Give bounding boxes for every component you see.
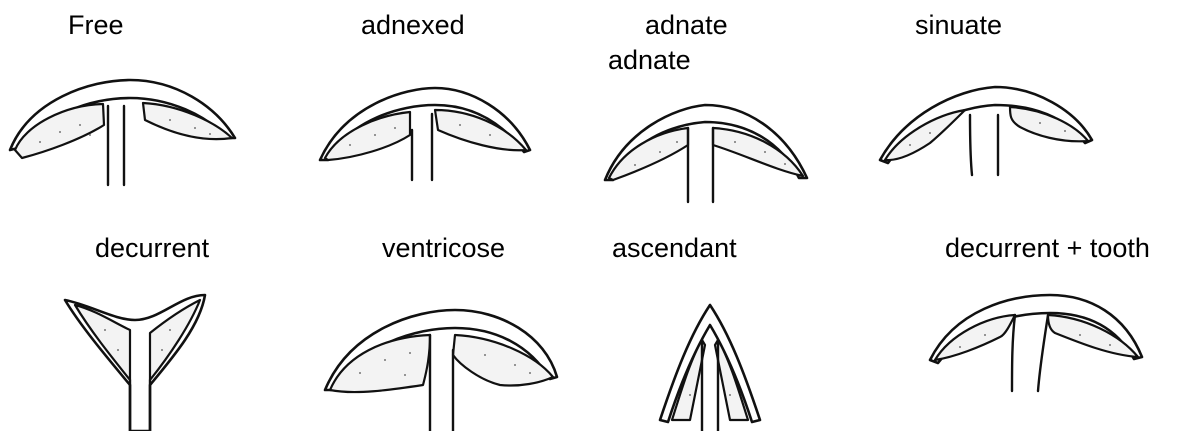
gill-adnate-figure: [585, 90, 825, 205]
stem: [430, 335, 453, 431]
stem: [108, 106, 124, 185]
gill-decurrent-figure: [50, 285, 230, 431]
cap-outline: [660, 305, 760, 422]
gill-decurrent-tooth-figure: [920, 285, 1160, 395]
left-gill: [15, 104, 104, 158]
gill-ascendant-figure: [650, 300, 770, 431]
gill-adnexed-figure: [300, 80, 550, 190]
label-sinuate: sinuate: [915, 12, 1002, 39]
left-gill: [75, 305, 130, 380]
stem: [702, 340, 718, 431]
stem: [970, 115, 998, 175]
label-decurrent: decurrent: [95, 235, 209, 262]
gill-ventricose-figure: [315, 295, 565, 431]
label-adnexed: adnexed: [361, 12, 465, 39]
label-ventricose: ventricose: [382, 235, 505, 262]
label-ascendant: ascendant: [612, 235, 737, 262]
gill-sinuate-figure: [870, 75, 1110, 185]
label-adnate-second: adnate: [608, 47, 691, 74]
gill-free-figure: [0, 70, 260, 200]
label-free: Free: [68, 12, 124, 39]
stem: [688, 128, 713, 202]
stem: [1012, 315, 1048, 391]
label-decurrent-tooth: decurrent + tooth: [945, 235, 1150, 262]
stem: [412, 114, 432, 180]
label-adnate: adnate: [645, 12, 728, 39]
